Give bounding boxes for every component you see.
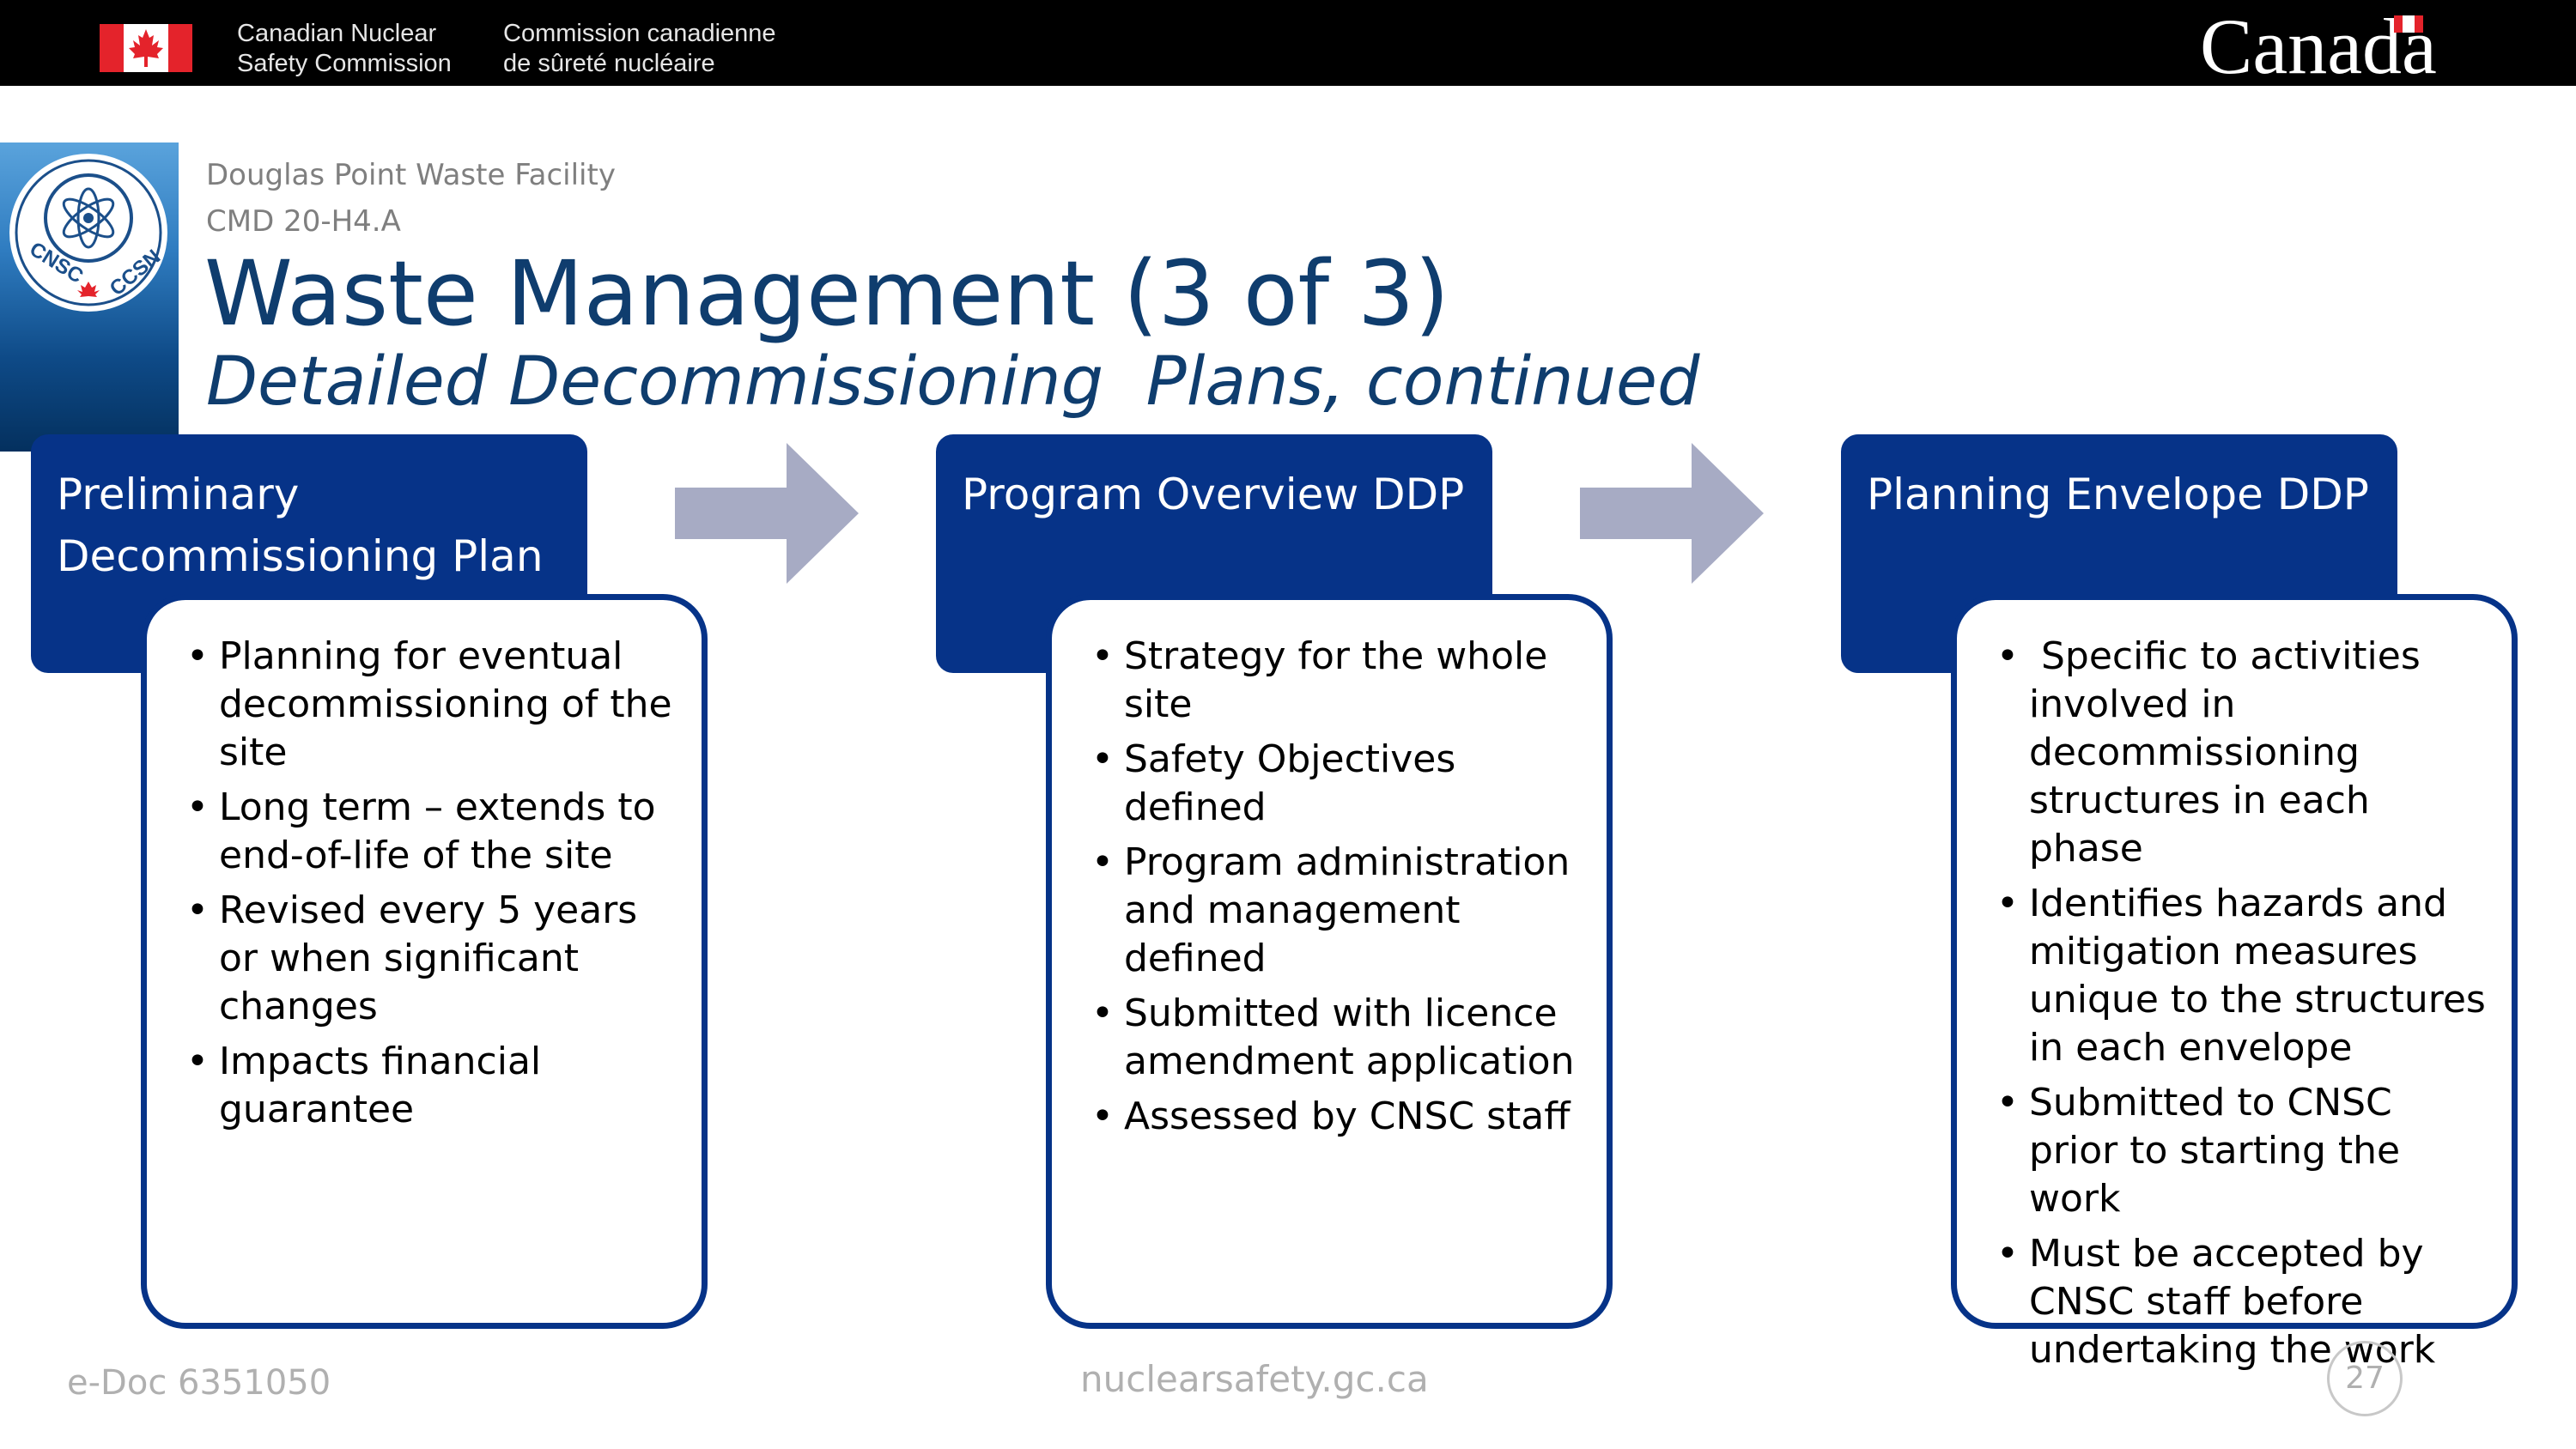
bullet-item: Safety Objectives defined — [1091, 736, 1581, 832]
bullet-item: Assessed by CNSC staff — [1091, 1093, 1581, 1141]
page-subtitle: Detailed Decommissioning Plans, continue… — [206, 343, 1700, 421]
org-name-french: Commission canadienne de sûreté nucléair… — [503, 20, 776, 77]
page-number: 27 — [2327, 1341, 2403, 1416]
bullet-item: Submitted with licence amendment applica… — [1091, 990, 1581, 1086]
wordmark-flag-icon — [2394, 15, 2423, 33]
stage-title: Preliminary Decommissioning Plan — [57, 470, 544, 581]
page-title: Waste Management (3 of 3) — [204, 241, 1449, 346]
bullet-item: Revised every 5 years or when significan… — [186, 887, 676, 1031]
bullet-item: Must be accepted by CNSC staff before un… — [1996, 1230, 2486, 1374]
stage-program-overview-body: Strategy for the whole site Safety Objec… — [1046, 594, 1613, 1329]
bullet-item: Planning for eventual decommissioning of… — [186, 633, 676, 777]
stage-title: Program Overview DDP — [962, 470, 1465, 519]
flow-arrow-icon — [675, 443, 859, 584]
bullet-item: Identifies hazards and mitigation measur… — [1996, 880, 2486, 1072]
bullet-list: Planning for eventual decommissioning of… — [186, 633, 676, 1134]
bullet-item: Long term – extends to end-of-life of th… — [186, 784, 676, 880]
website-url: nuclearsafety.gc.ca — [1080, 1358, 1429, 1400]
bullet-item: Submitted to CNSC prior to starting the … — [1996, 1079, 2486, 1223]
stage-title: Planning Envelope DDP — [1867, 470, 2369, 519]
stage-preliminary-body: Planning for eventual decommissioning of… — [141, 594, 708, 1329]
canada-flag-icon — [100, 24, 192, 72]
bullet-item: Specific to activities involved in decom… — [1996, 633, 2486, 873]
cmd-label: CMD 20-H4.A — [206, 204, 401, 239]
stage-planning-envelope-body: Specific to activities involved in decom… — [1951, 594, 2518, 1372]
government-banner: Canadian Nuclear Safety Commission Commi… — [0, 0, 2576, 88]
bullet-list: Strategy for the whole site Safety Objec… — [1091, 633, 1581, 1141]
flow-arrow-icon — [1580, 443, 1764, 584]
edoc-number: e-Doc 6351050 — [67, 1363, 331, 1403]
bullet-item: Strategy for the whole site — [1091, 633, 1581, 729]
bullet-item: Impacts financial guarantee — [186, 1038, 676, 1134]
bullet-list: Specific to activities involved in decom… — [1996, 633, 2486, 1374]
facility-label: Douglas Point Waste Facility — [206, 158, 616, 192]
org-name-english: Canadian Nuclear Safety Commission — [237, 20, 452, 77]
cnsc-logo: CNSC CCSN — [9, 154, 167, 312]
bullet-item: Program administration and management de… — [1091, 839, 1581, 983]
